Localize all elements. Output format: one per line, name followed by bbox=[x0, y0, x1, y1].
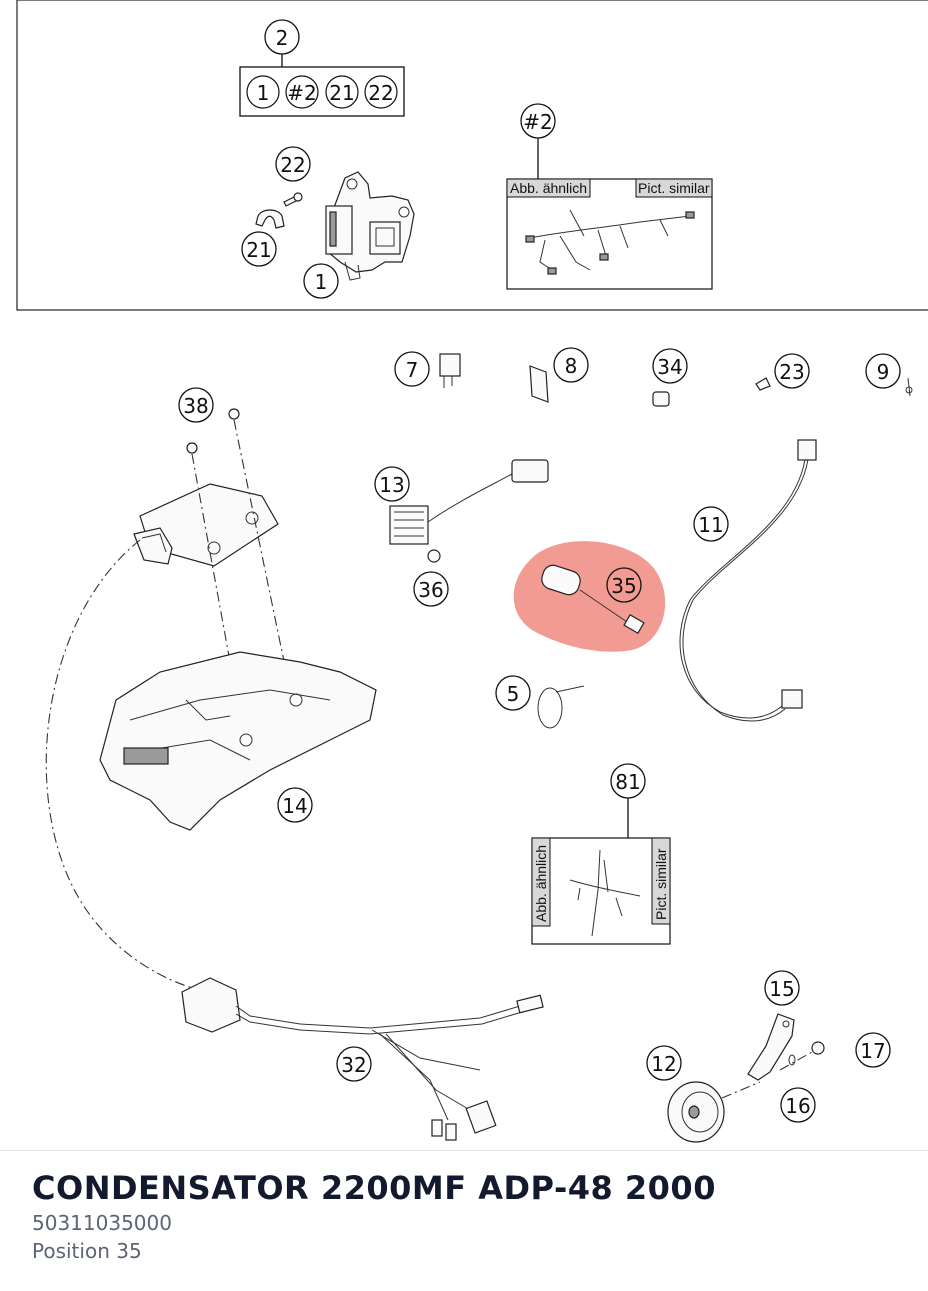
callout-21[interactable]: 21 bbox=[241, 231, 277, 267]
svg-text:81: 81 bbox=[615, 770, 640, 794]
svg-text:32: 32 bbox=[341, 1053, 366, 1077]
callout-9[interactable]: 9 bbox=[865, 353, 901, 389]
callout-8[interactable]: 8 bbox=[553, 347, 589, 383]
label-abb-aehnlich-vertical: Abb. ähnlich bbox=[533, 845, 549, 922]
part-number: 50311035000 bbox=[32, 1211, 172, 1235]
svg-text:17: 17 bbox=[860, 1039, 885, 1063]
sub-harness-picture-frame bbox=[531, 837, 671, 945]
callout-38[interactable]: 38 bbox=[178, 387, 214, 423]
svg-text:22: 22 bbox=[368, 81, 393, 105]
kit-callout-1[interactable]: 1 bbox=[246, 75, 280, 109]
horn-drawing bbox=[667, 1081, 725, 1143]
callout-14[interactable]: 14 bbox=[277, 787, 313, 823]
part-name: CONDENSATOR 2200MF ADP-48 2000 bbox=[32, 1169, 716, 1207]
callout-17[interactable]: 17 bbox=[855, 1032, 891, 1068]
terminal-part-drawing bbox=[905, 377, 913, 397]
label-pict-similar-vertical: Pict. similar bbox=[653, 848, 669, 920]
svg-text:15: 15 bbox=[769, 977, 794, 1001]
kit-callout-hash2[interactable]: #2 bbox=[285, 75, 319, 109]
svg-text:11: 11 bbox=[698, 513, 723, 537]
connection-dash-line bbox=[45, 539, 201, 991]
svg-text:12: 12 bbox=[651, 1052, 676, 1076]
svg-text:1: 1 bbox=[315, 270, 328, 294]
svg-text:14: 14 bbox=[282, 794, 307, 818]
svg-text:22: 22 bbox=[280, 153, 305, 177]
label-abb-aehnlich: Abb. ähnlich bbox=[510, 180, 587, 196]
bolt-drawing bbox=[427, 549, 441, 563]
callout-22[interactable]: 22 bbox=[275, 146, 311, 182]
top-inset-frame bbox=[16, 0, 928, 311]
callout-11[interactable]: 11 bbox=[693, 506, 729, 542]
svg-text:9: 9 bbox=[877, 360, 890, 384]
condenser-drawing bbox=[541, 564, 645, 635]
screw-clamp-drawing bbox=[255, 192, 303, 229]
clip-part-drawing bbox=[755, 377, 771, 391]
svg-text:16: 16 bbox=[785, 1094, 810, 1118]
callout-34[interactable]: 34 bbox=[652, 348, 688, 384]
callout-1[interactable]: 1 bbox=[303, 263, 339, 299]
callout-16[interactable]: 16 bbox=[780, 1087, 816, 1123]
main-harness-thumbnail bbox=[525, 209, 695, 275]
svg-text:#2: #2 bbox=[523, 110, 552, 134]
callout-13[interactable]: 13 bbox=[374, 466, 410, 502]
svg-text:8: 8 bbox=[565, 354, 578, 378]
bracket-assembly-drawing bbox=[325, 171, 415, 281]
horn-bracket-drawing bbox=[747, 1013, 795, 1081]
cable-tie-drawing bbox=[537, 685, 585, 729]
holder-tray-drawing bbox=[99, 651, 377, 831]
svg-text:7: 7 bbox=[406, 358, 419, 382]
callout-35[interactable]: 35 bbox=[606, 567, 642, 603]
svg-text:21: 21 bbox=[246, 238, 271, 262]
callout-81[interactable]: 81 bbox=[610, 763, 646, 799]
ecu-unit-drawing bbox=[133, 483, 279, 567]
label-pict-similar: Pict. similar bbox=[638, 180, 710, 196]
svg-text:5: 5 bbox=[507, 682, 520, 706]
callout-36[interactable]: 36 bbox=[413, 571, 449, 607]
callout-32[interactable]: 32 bbox=[336, 1046, 372, 1082]
svg-text:34: 34 bbox=[657, 355, 682, 379]
exploded-parts-diagram: 2 1 #2 21 22 22 21 bbox=[16, 0, 928, 1143]
svg-text:13: 13 bbox=[379, 473, 404, 497]
kit-callout-21[interactable]: 21 bbox=[325, 75, 359, 109]
svg-text:35: 35 bbox=[611, 574, 636, 598]
callout-5[interactable]: 5 bbox=[495, 675, 531, 711]
callout-2[interactable]: 2 bbox=[264, 19, 300, 55]
svg-text:2: 2 bbox=[276, 26, 289, 50]
callout-15[interactable]: 15 bbox=[764, 970, 800, 1006]
callout-23[interactable]: 23 bbox=[774, 353, 810, 389]
nut-washer-drawing bbox=[788, 1041, 825, 1066]
svg-text:1: 1 bbox=[257, 81, 270, 105]
relay-part-drawing bbox=[439, 353, 461, 388]
callout-7[interactable]: 7 bbox=[394, 351, 430, 387]
svg-text:21: 21 bbox=[329, 81, 354, 105]
svg-text:23: 23 bbox=[779, 360, 804, 384]
sub-harness-thumbnail bbox=[569, 849, 641, 937]
regulator-drawing bbox=[389, 459, 549, 545]
svg-text:36: 36 bbox=[418, 578, 443, 602]
kit-callout-22[interactable]: 22 bbox=[364, 75, 398, 109]
callout-12[interactable]: 12 bbox=[646, 1045, 682, 1081]
part-position: Position 35 bbox=[32, 1239, 142, 1263]
svg-text:#2: #2 bbox=[287, 81, 316, 105]
rubber-part-drawing bbox=[652, 391, 670, 407]
bracket-plate-drawing bbox=[529, 365, 549, 403]
main-wiring-harness-drawing bbox=[181, 977, 544, 1141]
svg-text:38: 38 bbox=[183, 394, 208, 418]
screw-pair-drawing bbox=[186, 408, 240, 454]
part-info-footer: CONDENSATOR 2200MF ADP-48 2000 503110350… bbox=[0, 1150, 928, 1291]
callout-hash2[interactable]: #2 bbox=[520, 103, 556, 139]
cable-11-drawing bbox=[679, 439, 817, 722]
